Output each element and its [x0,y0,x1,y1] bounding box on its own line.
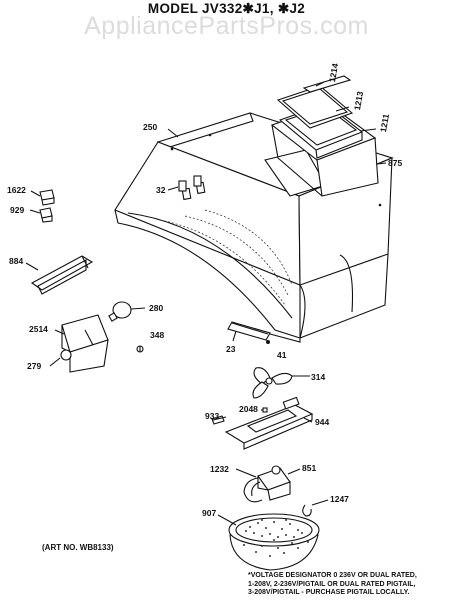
callout-1211: 1211 [378,113,391,133]
fan-blade-part-314 [252,367,310,399]
callout-279: 279 [27,361,41,371]
clip-part-1247 [302,499,329,517]
callout-250: 250 [143,122,157,132]
clip-part-2048 [262,407,268,413]
callout-1213: 1213 [352,90,365,111]
callout-348: 348 [150,330,164,340]
callout-944: 944 [315,417,329,427]
callout-884: 884 [9,256,23,266]
callout-875: 875 [388,158,402,168]
light-bulb-part-280 [108,301,146,322]
callout-1214: 1214 [327,62,340,83]
callout-2514: 2514 [29,324,48,334]
callout-1622: 1622 [7,185,26,195]
art-number: (ART NO. WB8133) [42,543,114,552]
callout-41: 41 [277,350,287,360]
callout-labels: 1214 1213 1211 250 875 1622 929 32 884 2… [7,62,402,518]
callout-314: 314 [311,372,325,382]
knob-part-1622 [39,189,55,206]
wire-harness-part-1232 [243,477,263,503]
callout-929: 929 [10,205,24,215]
light-panel-part-23 [227,321,271,341]
lens-part-884 [30,255,94,295]
knob-part-929 [39,207,53,223]
voltage-note-line-3: 3-208V/PIGTAIL - PURCHASE PIGTAIL LOCALL… [248,589,410,597]
leader-lines [25,81,387,526]
callout-851: 851 [302,463,316,473]
motor-bracket-part-944 [224,396,314,450]
motor-part-851 [257,465,291,501]
filter-part-1213 [276,85,354,129]
screw-part-41 [266,340,270,344]
switch-part-32 [178,175,202,192]
callout-32: 32 [156,185,166,195]
callout-2048: 2048 [239,404,258,414]
callout-23: 23 [226,344,236,354]
trim-part-1214 [302,75,352,93]
callout-1247: 1247 [330,494,349,504]
watermark-text: AppliancePartsPros.com [84,12,369,40]
diagram-title: MODEL JV332✱J1, ✱J2 [147,1,306,16]
voltage-note-line-1: *VOLTAGE DESIGNATOR 0 236V OR DUAL RATED… [248,572,417,579]
callout-933: 933 [205,411,219,421]
voltage-note: *VOLTAGE DESIGNATOR 0 236V OR DUAL RATED… [248,572,452,598]
screw-part-348 [136,345,144,353]
callout-907: 907 [202,508,216,518]
callout-1232: 1232 [210,464,229,474]
blower-wheel-part-907 [228,513,320,571]
voltage-note-line-2: 1-208V, 2-236V/PIGTAIL OR DUAL RATED PIG… [248,580,416,588]
lamp-socket-part-2514 [60,314,109,373]
callout-280: 280 [149,303,163,313]
